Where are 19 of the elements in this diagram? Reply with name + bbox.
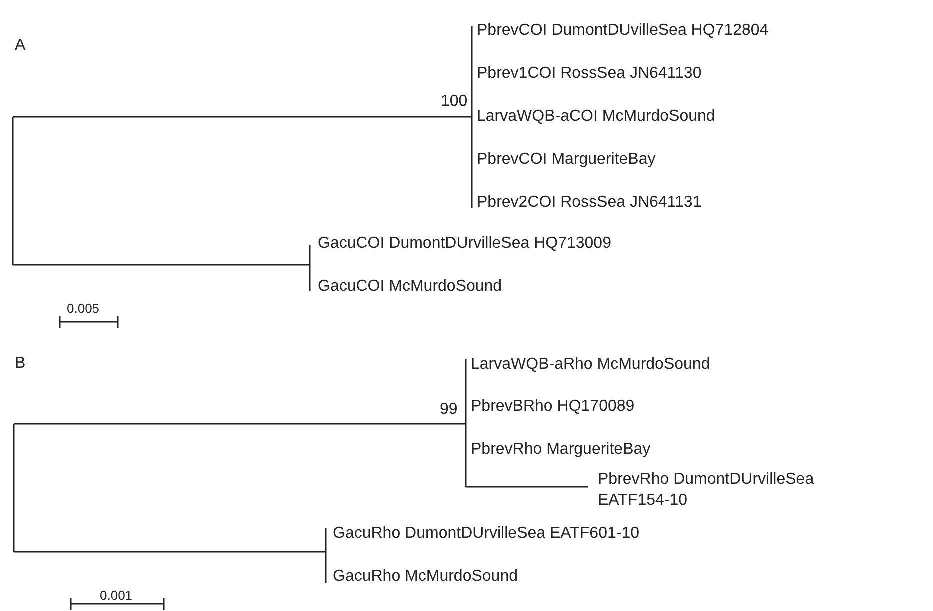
taxon-label: PbrevRho MargueriteBay [471, 440, 651, 460]
taxon-label: GacuCOI McMurdoSound [318, 277, 502, 297]
bootstrap-value: 99 [440, 400, 458, 420]
scale-label: 0.005 [67, 301, 100, 316]
taxon-label: GacuCOI DumontDUrvilleSea HQ713009 [318, 234, 612, 254]
panel-letter: B [15, 354, 26, 374]
bootstrap-value: 100 [441, 92, 468, 112]
scale-label: 0.001 [100, 588, 133, 603]
taxon-label: Pbrev1COI RossSea JN641130 [477, 64, 702, 84]
taxon-label: LarvaWQB-aCOI McMurdoSound [477, 107, 716, 127]
taxon-label: LarvaWQB-aRho McMurdoSound [471, 355, 710, 375]
panel-letter: A [15, 36, 26, 56]
taxon-label: PbrevBRho HQ170089 [471, 397, 635, 417]
taxon-label: PbrevCOI MargueriteBay [477, 150, 656, 170]
taxon-label: PbrevRho DumontDUrvilleSea EATF154-10 [598, 470, 816, 511]
taxon-label: Pbrev2COI RossSea JN641131 [477, 193, 702, 213]
taxon-label: GacuRho DumontDUrvilleSea EATF601-10 [333, 524, 640, 544]
taxon-label: GacuRho McMurdoSound [333, 567, 518, 587]
taxon-label: PbrevCOI DumontDUvilleSea HQ712804 [477, 21, 769, 41]
